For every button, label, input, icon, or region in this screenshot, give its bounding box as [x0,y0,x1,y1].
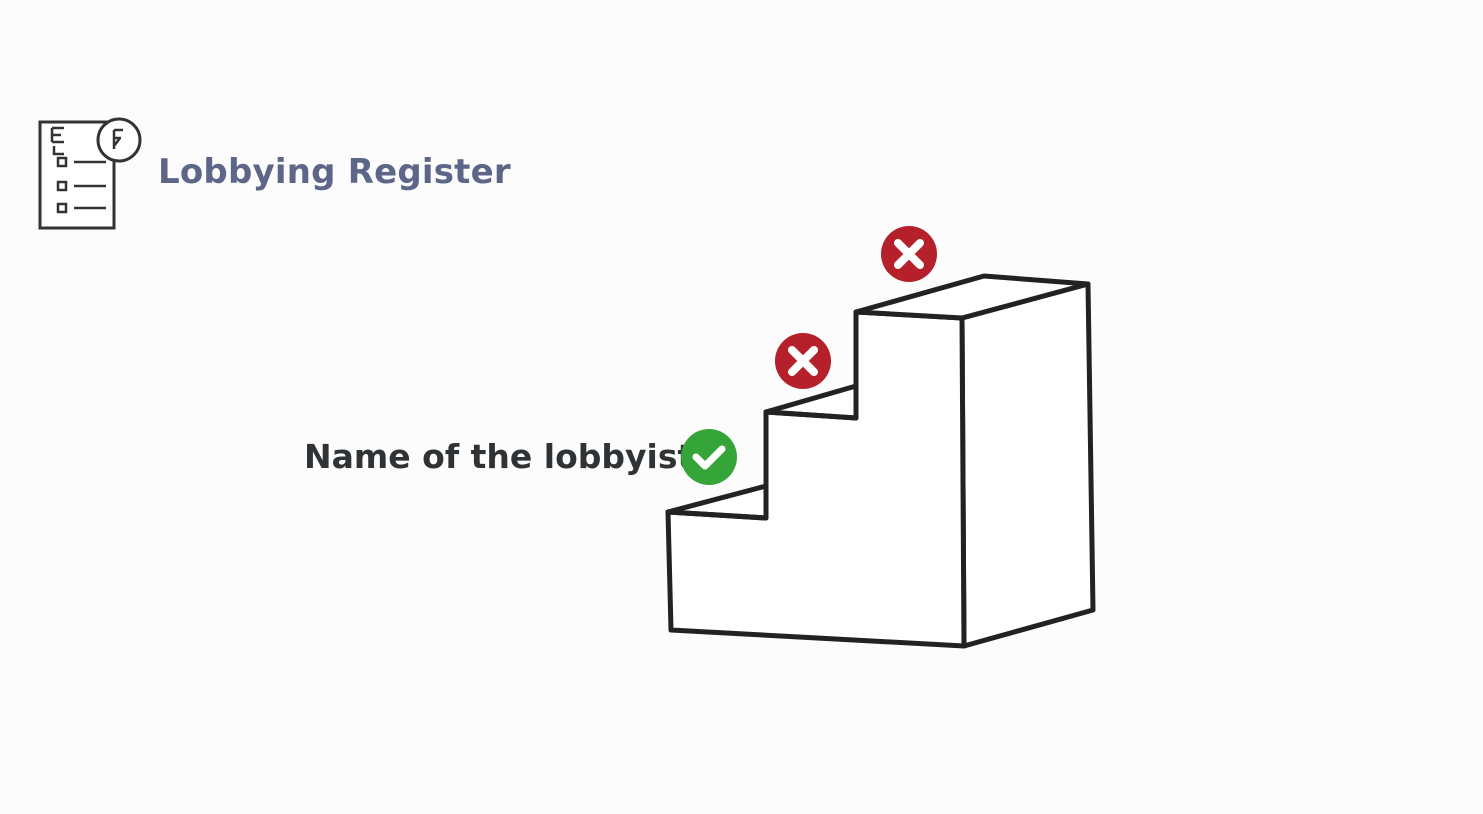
check-icon [681,429,737,485]
cross-icon [775,333,831,389]
cross-icon [881,226,937,282]
